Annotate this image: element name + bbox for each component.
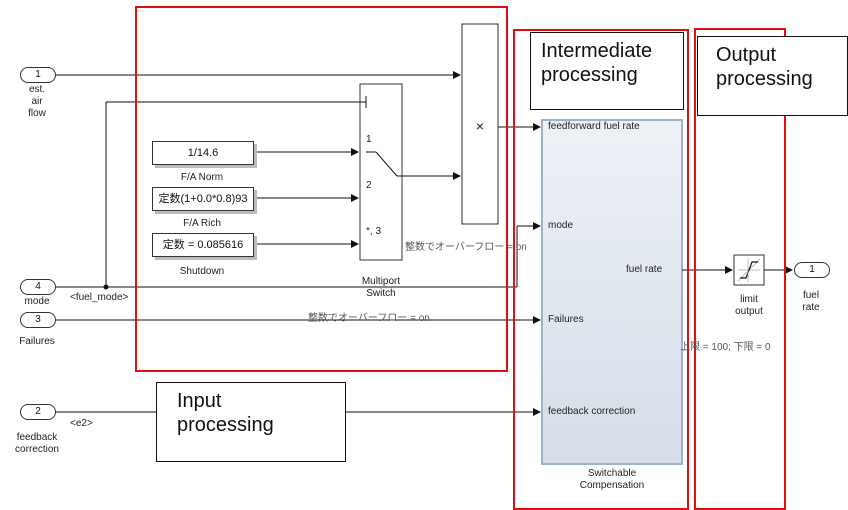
highlight-box-input (135, 6, 508, 372)
highlight-box-intermediate (513, 29, 689, 510)
switch-port-3-label: *, 3 (366, 226, 382, 237)
subsystem-input-mode: mode (548, 220, 574, 231)
inport-failures-label: Failures (19, 336, 55, 347)
overflow-note-failures: 整数でオーバーフロー = on (308, 313, 430, 324)
signal-label-fuel-mode: <fuel_mode> (70, 292, 129, 303)
signal-label-e2: <e2> (70, 418, 93, 429)
constant-shutdown-label: Shutdown (179, 266, 225, 277)
inport-feedback-correction[interactable]: 2 (20, 404, 56, 420)
product-symbol: × (475, 118, 485, 134)
overflow-note-switch: 整数でオーバーフロー = on (405, 242, 527, 253)
subsystem-input-feedforward: feedforward fuel rate (548, 121, 640, 132)
switch-port-1-label: 1 (366, 134, 372, 145)
inport-mode[interactable]: 4 (20, 279, 56, 295)
constant-fa-rich-label: F/A Rich (183, 218, 221, 229)
switch-port-2-label: 2 (366, 180, 372, 191)
constant-shutdown[interactable]: 定数 = 0.085616 (152, 233, 254, 257)
constant-fa-rich[interactable]: 定数(1+0.0*0.8)93 (152, 187, 254, 211)
inport-failures[interactable]: 3 (20, 312, 56, 328)
subsystem-input-failures: Failures (548, 314, 584, 325)
multiport-switch-block (359, 83, 403, 261)
limit-output-param: 上限 = 100; 下限 = 0 (680, 342, 771, 353)
switchable-compensation-block (541, 119, 683, 465)
inport-mode-label: mode (24, 296, 50, 307)
constant-fa-norm-label: F/A Norm (180, 172, 224, 183)
constant-fa-norm[interactable]: 1/14.6 (152, 141, 254, 165)
subsystem-output-fuel-rate: fuel rate (626, 264, 663, 275)
highlight-box-output (694, 28, 786, 510)
product-block (461, 23, 499, 225)
subsystem-input-feedback: feedback correction (548, 406, 636, 417)
outport-fuel-rate[interactable]: 1 (794, 262, 830, 278)
inport-est-air-flow[interactable]: 1 (20, 67, 56, 83)
